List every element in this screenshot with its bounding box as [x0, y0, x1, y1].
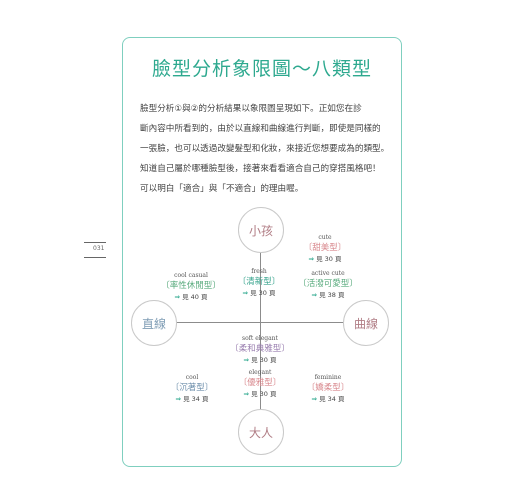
- type-en-label: cute: [318, 234, 332, 241]
- page-marker-line: [84, 257, 106, 258]
- horizontal-axis: [176, 322, 344, 323]
- type-jp-label: 〔率性休閒型〕: [161, 281, 221, 291]
- intro-line: 知道自己屬於哪種臉型後，接著來看看適合自己的穿搭風格吧！: [140, 164, 381, 174]
- type-jp-label: 〔甜美型〕: [303, 243, 347, 253]
- vertical-axis: [260, 252, 261, 412]
- page-reference: ⇒ 見 40 頁: [174, 293, 208, 301]
- intro-line: 斷內容中所看到的，由於以直線和曲線進行判斷，即使是同樣的: [140, 124, 381, 134]
- type-cute: cute 〔甜美型〕 ⇒ 見 30 頁: [285, 234, 365, 264]
- page-title: 臉型分析象限圖～八類型: [151, 58, 372, 80]
- arrow-icon: ⇒: [243, 356, 249, 364]
- arrow-icon: ⇒: [311, 395, 317, 403]
- page-marker-line: [84, 242, 106, 243]
- page-reference: ⇒ 見 30 頁: [243, 390, 277, 398]
- type-cool-casual: cool casual 〔率性休閒型〕 ⇒ 見 40 頁: [151, 272, 231, 302]
- arrow-icon: ⇒: [175, 395, 181, 403]
- type-active-cute: active cute 〔活潑可愛型〕 ⇒ 見 38 頁: [288, 270, 368, 300]
- type-jp-label: 〔嬌柔型〕: [306, 383, 350, 393]
- page-reference: ⇒ 見 30 頁: [308, 255, 342, 263]
- type-soft-elegant: soft elegant 〔柔和典雅型〕 ⇒ 見 30 頁: [220, 335, 300, 365]
- page-reference: ⇒ 見 34 頁: [311, 395, 345, 403]
- intro-line: 一張臉，也可以透過改變髮型和化妝，來接近您想要成為的類型。: [140, 144, 390, 154]
- type-feminine: feminine 〔嬌柔型〕 ⇒ 見 34 頁: [288, 374, 368, 404]
- type-en-label: elegant: [248, 369, 272, 376]
- intro-line: 臉型分析①與②的分析結果以象限圖呈現如下。正如您在診: [140, 104, 362, 114]
- axis-label-adult: 大人: [238, 409, 284, 455]
- axis-label-straight: 直線: [131, 300, 177, 346]
- arrow-icon: ⇒: [242, 289, 248, 297]
- type-jp-label: 〔柔和典雅型〕: [230, 344, 290, 354]
- type-jp-label: 〔清新型〕: [237, 277, 281, 287]
- type-fresh: fresh 〔清新型〕 ⇒ 見 30 頁: [219, 268, 299, 298]
- arrow-icon: ⇒: [174, 293, 180, 301]
- type-en-label: fresh: [251, 268, 267, 275]
- arrow-icon: ⇒: [243, 390, 249, 398]
- type-en-label: cool casual: [174, 272, 208, 279]
- page-reference: ⇒ 見 34 頁: [175, 395, 209, 403]
- axis-label-child: 小孩: [238, 207, 284, 253]
- arrow-icon: ⇒: [308, 255, 314, 263]
- intro-line: 可以明白「適合」與「不適合」的理由喔。: [140, 184, 304, 194]
- type-en-label: feminine: [314, 374, 342, 381]
- type-elegant: elegant 〔優雅型〕 ⇒ 見 30 頁: [220, 369, 300, 399]
- type-jp-label: 〔活潑可愛型〕: [298, 279, 358, 289]
- type-en-label: active cute: [311, 270, 345, 277]
- intro-paragraph: 臉型分析①與②的分析結果以象限圖呈現如下。正如您在診 斷內容中所看到的，由於以直…: [140, 99, 390, 199]
- type-en-label: soft elegant: [242, 335, 278, 342]
- type-jp-label: 〔沉著型〕: [170, 383, 214, 393]
- page-reference: ⇒ 見 38 頁: [311, 291, 345, 299]
- arrow-icon: ⇒: [311, 291, 317, 299]
- page-reference: ⇒ 見 30 頁: [242, 289, 276, 297]
- page-number: 031: [93, 245, 105, 252]
- type-cool: cool 〔沉著型〕 ⇒ 見 34 頁: [152, 374, 232, 404]
- page-reference: ⇒ 見 30 頁: [243, 356, 277, 364]
- axis-label-curve: 曲線: [343, 300, 389, 346]
- type-jp-label: 〔優雅型〕: [238, 378, 282, 388]
- type-en-label: cool: [185, 374, 199, 381]
